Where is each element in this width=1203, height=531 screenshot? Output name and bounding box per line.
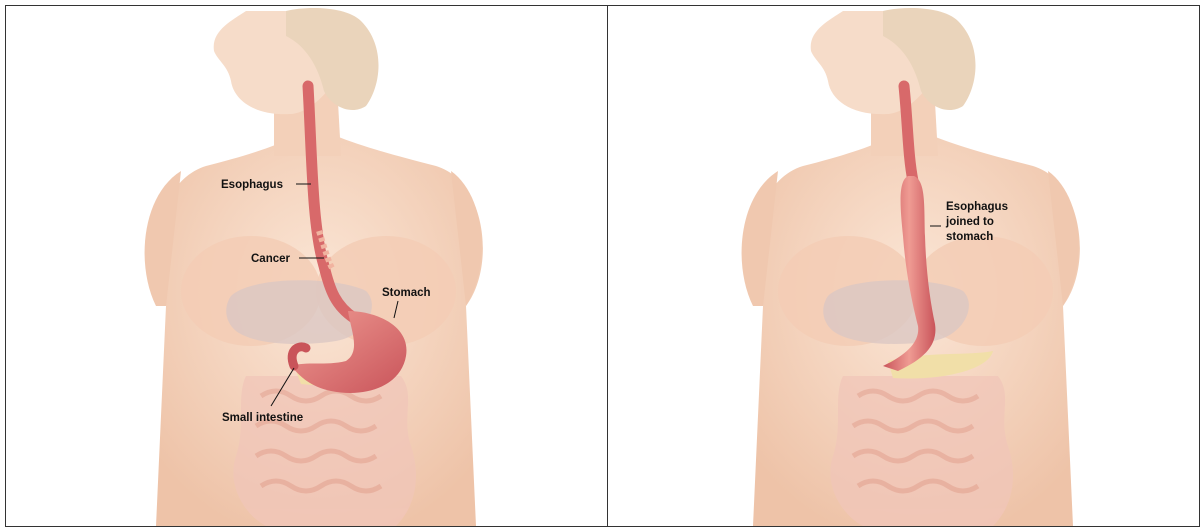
label-joined-line3: stomach — [946, 231, 993, 243]
label-joined-line2: joined to — [945, 216, 994, 228]
intestines — [830, 376, 1013, 526]
anatomy-before-illustration: Esophagus Cancer Stomach Small intestine — [6, 6, 608, 526]
label-small-intestine: Small intestine — [222, 412, 303, 424]
panel-before-surgery: Esophagus Cancer Stomach Small intestine — [6, 6, 608, 526]
anatomy-after-illustration: Esophagus joined to stomach — [608, 6, 1199, 526]
label-joined-line1: Esophagus — [946, 201, 1008, 213]
intestines — [233, 376, 416, 526]
liver — [823, 280, 969, 344]
panel-after-surgery: Esophagus joined to stomach — [608, 6, 1199, 526]
label-esophagus: Esophagus — [221, 179, 283, 191]
figure-table: Esophagus Cancer Stomach Small intestine — [5, 5, 1200, 527]
label-cancer: Cancer — [251, 253, 291, 265]
label-stomach: Stomach — [382, 287, 431, 299]
